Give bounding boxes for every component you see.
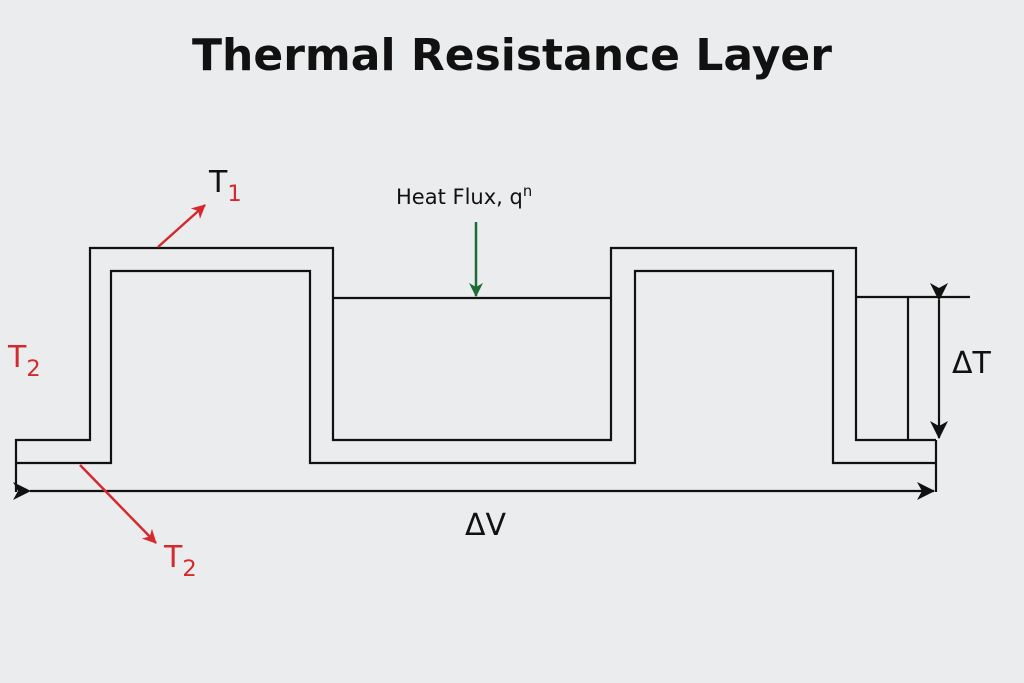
t1-arrow bbox=[157, 204, 206, 248]
heat-flux-label: Heat Flux, qn bbox=[396, 183, 533, 209]
diagram-title: Thermal Resistance Layer bbox=[192, 30, 832, 81]
outer-layer-boundary bbox=[14, 246, 936, 492]
t1-label: T1 bbox=[209, 165, 242, 207]
t2-bottom-label: T2 bbox=[164, 540, 197, 582]
delta-t-label: ΔT bbox=[952, 346, 991, 381]
t2-left-label: T2 bbox=[8, 340, 41, 382]
inner-layer-boundary bbox=[16, 269, 936, 465]
t2-arrow bbox=[79, 464, 157, 544]
delta-v-label: ΔV bbox=[465, 508, 507, 543]
